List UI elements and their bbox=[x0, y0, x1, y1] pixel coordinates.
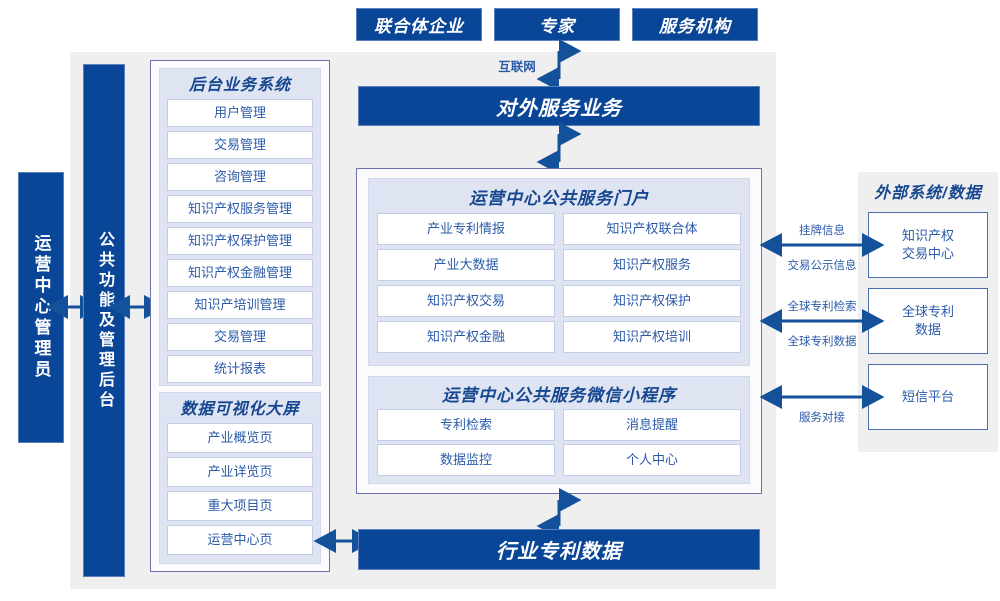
portal-item-5[interactable]: 知识产权保护 bbox=[563, 285, 741, 317]
dataviz-item-2[interactable]: 重大项目页 bbox=[167, 491, 313, 521]
backend-item-3[interactable]: 知识产权服务管理 bbox=[167, 195, 313, 223]
backend-item-1[interactable]: 交易管理 bbox=[167, 131, 313, 159]
actor-box-consortium[interactable]: 联合体企业 bbox=[356, 8, 482, 41]
miniprogram-item-2[interactable]: 数据监控 bbox=[377, 444, 555, 476]
backend-item-6[interactable]: 知识产培训管理 bbox=[167, 291, 313, 319]
miniprogram-item-1[interactable]: 消息提醒 bbox=[563, 409, 741, 441]
backend-item-8[interactable]: 统计报表 bbox=[167, 355, 313, 383]
external-connector-1 bbox=[759, 309, 885, 333]
external-item-0[interactable]: 知识产权 交易中心 bbox=[868, 212, 988, 278]
backend-item-0[interactable]: 用户管理 bbox=[167, 99, 313, 127]
operations-center-admin-box[interactable]: 运营中心管理员 bbox=[18, 172, 64, 443]
backend-item-5[interactable]: 知识产权金融管理 bbox=[167, 259, 313, 287]
portal-item-1[interactable]: 知识产权联合体 bbox=[563, 213, 741, 245]
external-item-1-line2: 数据 bbox=[914, 322, 941, 337]
data-visualization-title: 数据可视化大屏 bbox=[180, 401, 300, 418]
actor-box-expert[interactable]: 专家 bbox=[494, 8, 620, 41]
service-to-portal-connector bbox=[536, 122, 582, 174]
external-item-1[interactable]: 全球专利 数据 bbox=[868, 288, 988, 354]
external-item-2[interactable]: 短信平台 bbox=[868, 364, 988, 430]
external-service-bar[interactable]: 对外服务业务 bbox=[358, 86, 760, 126]
backend-system-title: 后台业务系统 bbox=[188, 77, 291, 94]
portal-item-0[interactable]: 产业专利情报 bbox=[377, 213, 555, 245]
miniprogram-item-0[interactable]: 专利检索 bbox=[377, 409, 555, 441]
portal-item-7[interactable]: 知识产权培训 bbox=[563, 321, 741, 353]
miniprogram-title: 运营中心公共服务微信小程序 bbox=[442, 385, 676, 405]
external-item-1-line1: 全球专利 bbox=[901, 304, 954, 320]
internet-connector bbox=[536, 39, 582, 91]
external-connector-0-label-below: 交易公示信息 bbox=[787, 260, 857, 272]
dataviz-item-1[interactable]: 产业详览页 bbox=[167, 457, 313, 487]
internet-label: 互联网 bbox=[498, 60, 536, 74]
common-function-backend-bar[interactable]: 公共功能及管理后台 bbox=[83, 64, 125, 577]
external-item-0-line2: 交易中心 bbox=[901, 246, 954, 261]
portal-title: 运营中心公共服务门户 bbox=[469, 188, 649, 208]
backend-item-4[interactable]: 知识产权保护管理 bbox=[167, 227, 313, 255]
dataviz-item-3[interactable]: 运营中心页 bbox=[167, 525, 313, 555]
external-systems-title: 外部系统/数据 bbox=[874, 185, 982, 202]
portal-item-6[interactable]: 知识产权金融 bbox=[377, 321, 555, 353]
external-connector-1-label-below: 全球专利数据 bbox=[787, 336, 857, 348]
backend-item-7[interactable]: 交易管理 bbox=[167, 323, 313, 351]
portal-item-4[interactable]: 知识产权交易 bbox=[377, 285, 555, 317]
portal-item-2[interactable]: 产业大数据 bbox=[377, 249, 555, 281]
panel-to-patentdata-connector bbox=[313, 529, 375, 553]
dataviz-item-0[interactable]: 产业概览页 bbox=[167, 423, 313, 453]
backend-item-2[interactable]: 咨询管理 bbox=[167, 163, 313, 191]
external-connector-1-label-above: 全球专利检索 bbox=[787, 301, 857, 313]
actor-box-service-org[interactable]: 服务机构 bbox=[632, 8, 758, 41]
external-connector-2 bbox=[759, 385, 885, 409]
external-item-0-line1: 知识产权 bbox=[901, 228, 954, 244]
external-connector-2-label-below: 服务对接 bbox=[799, 412, 845, 424]
portal-item-3[interactable]: 知识产权服务 bbox=[563, 249, 741, 281]
admin-to-backend-connector bbox=[45, 295, 103, 319]
portal-to-patentdata-connector bbox=[536, 488, 582, 538]
external-connector-0 bbox=[759, 233, 885, 257]
backend-panel-connector bbox=[107, 295, 167, 319]
external-connector-0-label-above: 挂牌信息 bbox=[799, 225, 845, 237]
industry-patent-data-bar[interactable]: 行业专利数据 bbox=[358, 529, 760, 570]
miniprogram-item-3[interactable]: 个人中心 bbox=[563, 444, 741, 476]
